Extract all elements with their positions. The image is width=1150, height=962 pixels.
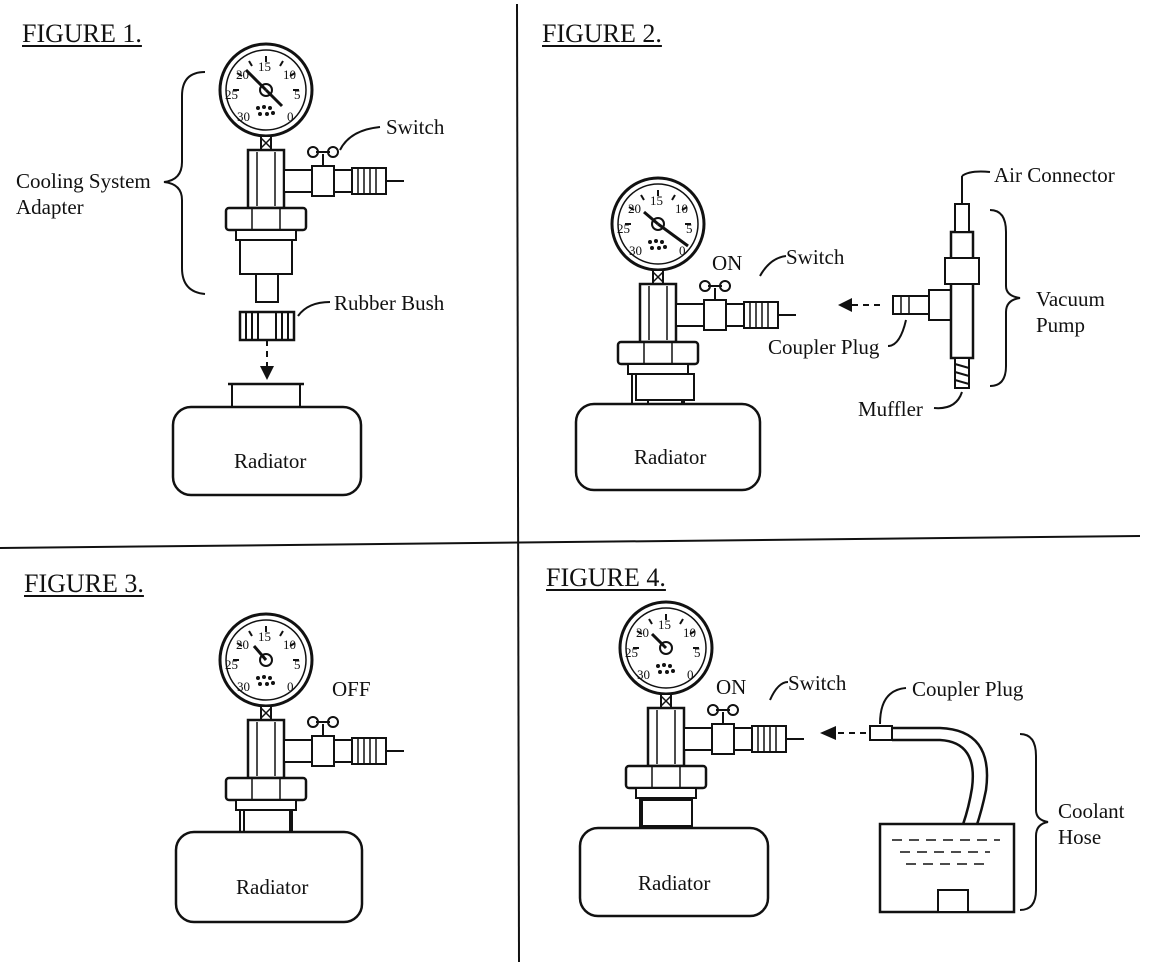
off-label: OFF — [332, 677, 371, 701]
figure-1-drawing — [163, 42, 406, 497]
figure-4-title: FIGURE 4. — [546, 563, 666, 592]
gauge-tick-20: 20 — [236, 67, 249, 82]
coupler-plug-label: Coupler Plug — [768, 335, 880, 359]
gauge-tick-15: 15 — [658, 617, 671, 632]
radiator-label: Radiator — [236, 875, 309, 899]
vacuum-pump-label-line2: Pump — [1036, 313, 1086, 337]
gauge-tick-0: 0 — [287, 109, 294, 124]
figure-3-title: FIGURE 3. — [24, 569, 144, 598]
figure-1-title: FIGURE 1. — [22, 19, 142, 48]
cooling-system-adapter-label-line2: Adapter — [16, 195, 84, 219]
gauge-tick-25: 25 — [225, 657, 238, 672]
rubber-bush-label: Rubber Bush — [334, 291, 445, 315]
gauge-tick-15: 15 — [650, 193, 663, 208]
figure-2-drawing — [574, 170, 1021, 492]
gauge-tick-15: 15 — [258, 59, 271, 74]
radiator-label: Radiator — [234, 449, 307, 473]
gauge-tick-10: 10 — [675, 201, 688, 216]
gauge-tick-0: 0 — [287, 679, 294, 694]
gauge-tick-0: 0 — [687, 667, 694, 682]
figure-2-title: FIGURE 2. — [542, 19, 662, 48]
gauge-tick-10: 10 — [283, 67, 296, 82]
gauge-tick-5: 5 — [686, 221, 693, 236]
vacuum-pump-label-line1: Vacuum — [1036, 287, 1105, 311]
switch-label: Switch — [386, 115, 445, 139]
gauge-tick-30: 30 — [629, 243, 642, 258]
gauge-tick-15: 15 — [258, 629, 271, 644]
gauge-tick-20: 20 — [236, 637, 249, 652]
coolant-hose-label-line1: Coolant — [1058, 799, 1125, 823]
gauge-tick-25: 25 — [225, 87, 238, 102]
gauge-tick-30: 30 — [237, 109, 250, 124]
on-label: ON — [712, 251, 743, 275]
on-label: ON — [716, 675, 747, 699]
figure-4-drawing — [578, 600, 1049, 918]
gauge-tick-30: 30 — [237, 679, 250, 694]
gauge-tick-5: 5 — [294, 87, 301, 102]
radiator-label: Radiator — [634, 445, 707, 469]
gauge-tick-30: 30 — [637, 667, 650, 682]
coupler-plug-label: Coupler Plug — [912, 677, 1024, 701]
gauge-tick-10: 10 — [683, 625, 696, 640]
gauge-tick-5: 5 — [294, 657, 301, 672]
switch-label: Switch — [788, 671, 847, 695]
gauge-tick-10: 10 — [283, 637, 296, 652]
gauge-tick-20: 20 — [636, 625, 649, 640]
coolant-hose-label-line2: Hose — [1058, 825, 1102, 849]
switch-label: Switch — [786, 245, 845, 269]
muffler-label: Muffler — [858, 397, 923, 421]
gauge-tick-5: 5 — [694, 645, 701, 660]
cooling-system-adapter-label-line1: Cooling System — [16, 169, 151, 193]
gauge-tick-20: 20 — [628, 201, 641, 216]
figure-3-drawing — [174, 612, 406, 924]
air-connector-label: Air Connector — [994, 163, 1115, 187]
gauge-tick-0: 0 — [679, 243, 686, 258]
radiator-label: Radiator — [638, 871, 711, 895]
gauge-tick-25: 25 — [625, 645, 638, 660]
gauge-tick-25: 25 — [617, 221, 630, 236]
